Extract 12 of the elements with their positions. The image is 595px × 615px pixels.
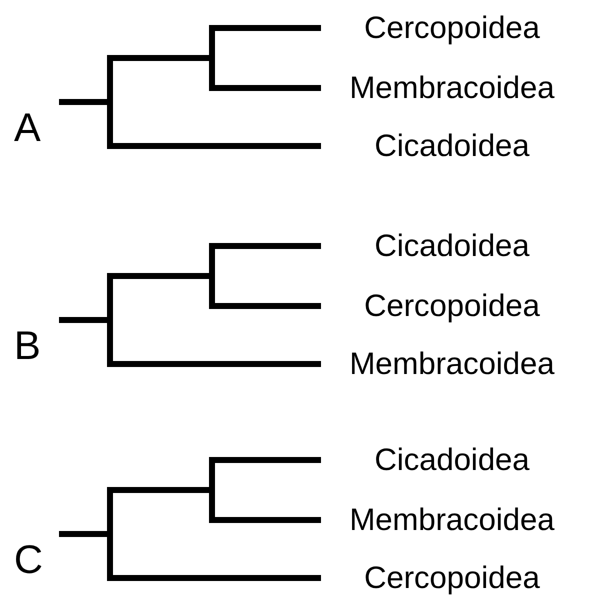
taxon-label: Cercopoidea bbox=[312, 10, 592, 46]
taxon-label: Membracoidea bbox=[312, 346, 592, 382]
taxon-label: Cercopoidea bbox=[312, 288, 592, 324]
taxon-label: Cercopoidea bbox=[312, 560, 592, 596]
taxon-label: Cicadoidea bbox=[312, 228, 592, 264]
panel-letter: A bbox=[14, 106, 41, 150]
taxon-label: Cicadoidea bbox=[312, 128, 592, 164]
panel-letter: B bbox=[14, 324, 41, 368]
panel-letter: C bbox=[14, 538, 43, 582]
taxon-label: Membracoidea bbox=[312, 70, 592, 106]
taxon-label: Membracoidea bbox=[312, 502, 592, 538]
taxon-label: Cicadoidea bbox=[312, 442, 592, 478]
